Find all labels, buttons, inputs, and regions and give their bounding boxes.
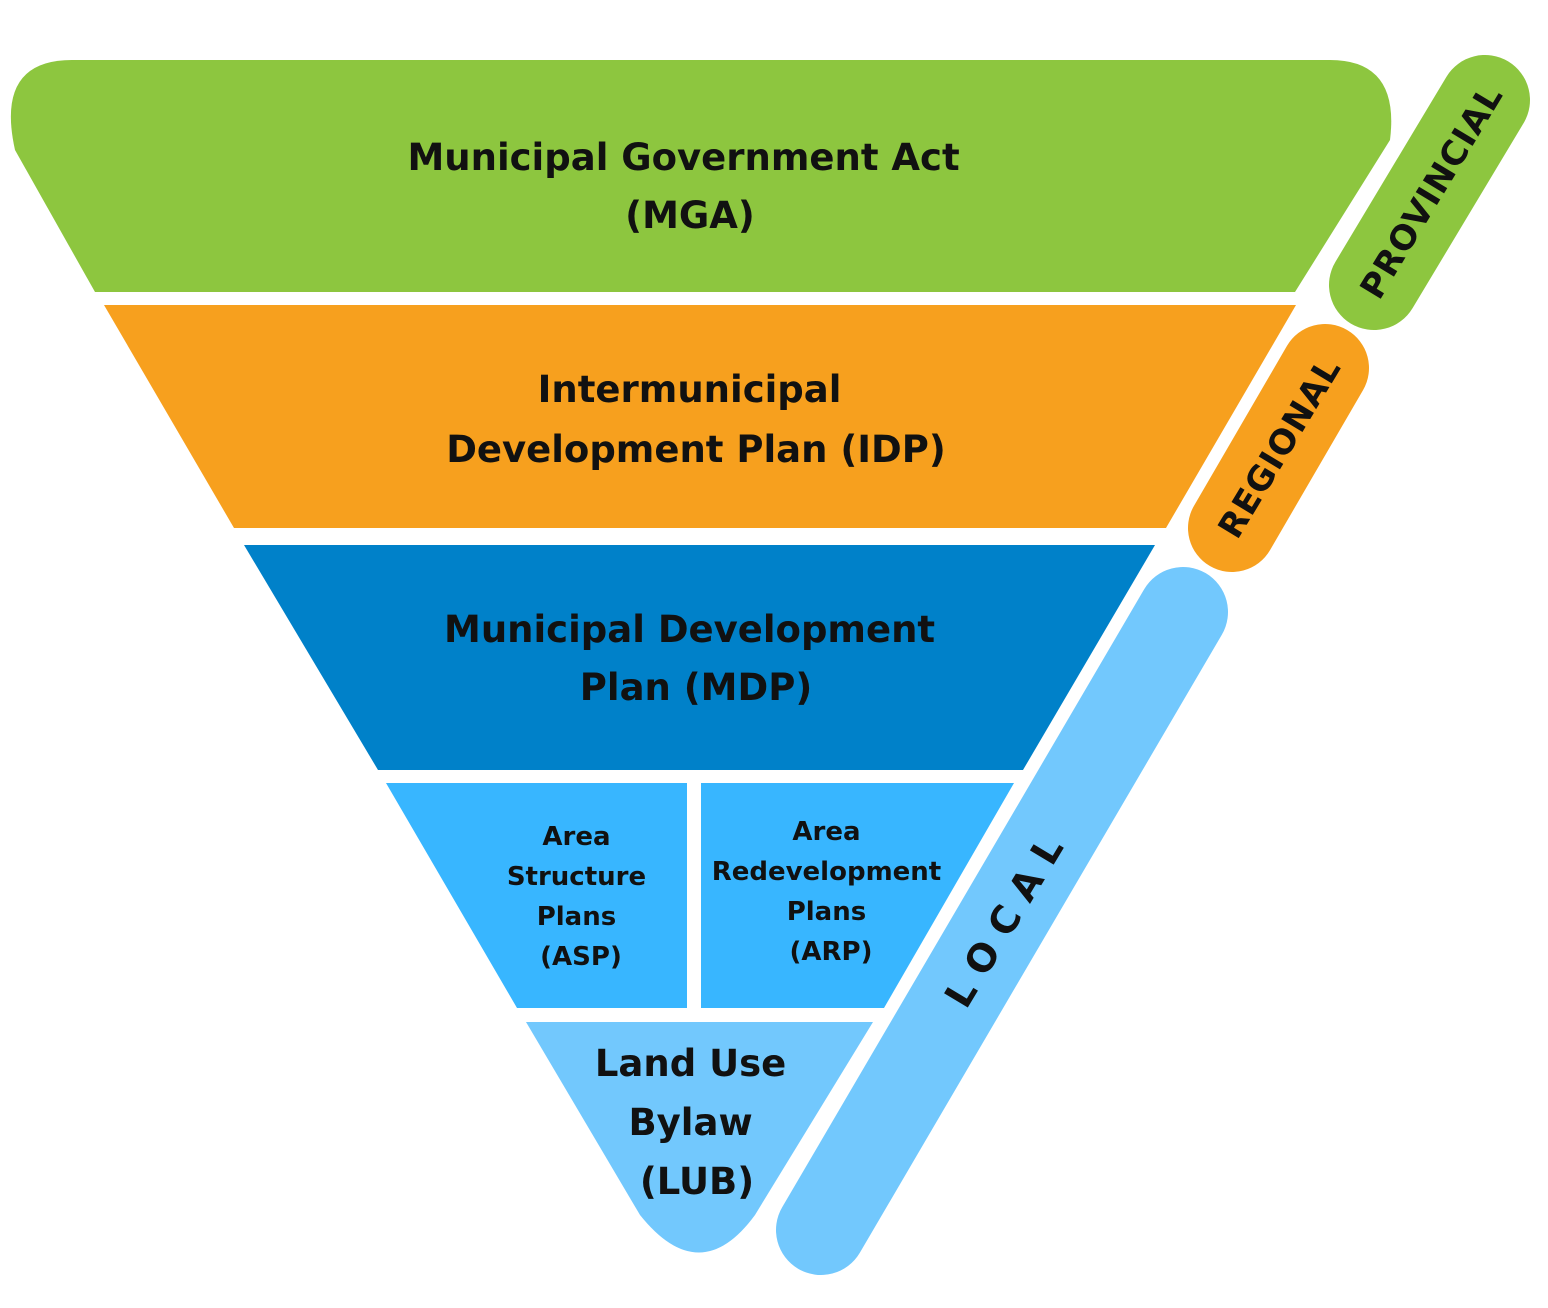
lub-label-line3: (LUB) xyxy=(640,1160,754,1203)
mdp-label-line1: Municipal Development xyxy=(444,608,935,651)
mga-label-line2: (MGA) xyxy=(625,194,755,237)
mdp-label: Municipal Development Plan (MDP) xyxy=(444,608,948,709)
asp-cell xyxy=(386,783,687,1008)
asp-label: Area Structure Plans (ASP) xyxy=(507,822,655,972)
arp-label-line1: Area xyxy=(792,817,860,847)
regional-capsule xyxy=(1188,324,1369,572)
lub-band xyxy=(526,1022,873,1253)
mga-band xyxy=(10,60,1392,292)
asp-label-line4: (ASP) xyxy=(540,942,622,972)
lub-label-line2: Bylaw xyxy=(628,1101,752,1144)
mdp-label-line2: Plan (MDP) xyxy=(580,666,812,709)
idp-label-line1: Intermunicipal xyxy=(538,368,842,411)
asp-label-line3: Plans xyxy=(537,902,617,932)
idp-label-line2: Development Plan (IDP) xyxy=(446,428,946,471)
mga-label: Municipal Government Act (MGA) xyxy=(407,136,972,237)
lub-label-line1: Land Use xyxy=(595,1042,786,1085)
local-capsule xyxy=(776,567,1228,1275)
mdp-band xyxy=(244,545,1155,770)
asp-label-line2: Structure xyxy=(507,862,646,892)
arp-label: Area Redevelopment Plans (ARP) xyxy=(712,817,951,967)
lub-label: Land Use Bylaw (LUB) xyxy=(595,1042,799,1203)
arp-label-line2: Redevelopment xyxy=(712,857,942,887)
idp-label: Intermunicipal Development Plan (IDP) xyxy=(446,368,946,471)
arp-label-line3: Plans xyxy=(787,897,867,927)
idp-band xyxy=(104,305,1296,528)
provincial-capsule xyxy=(1329,55,1530,330)
asp-label-line1: Area xyxy=(542,822,610,852)
arp-cell xyxy=(701,783,1014,1008)
mga-label-line1: Municipal Government Act xyxy=(407,136,959,179)
arp-label-line4: (ARP) xyxy=(790,937,873,967)
